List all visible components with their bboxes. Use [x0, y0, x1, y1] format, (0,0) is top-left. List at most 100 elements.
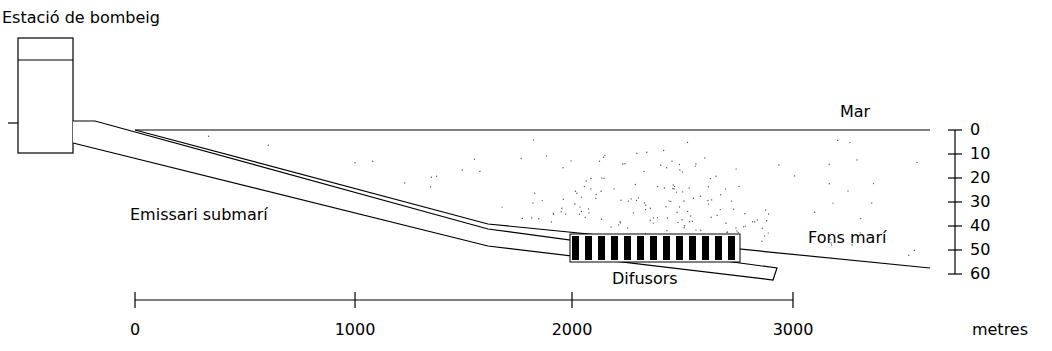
stipple-dot — [667, 217, 668, 218]
stipple-dot — [590, 188, 591, 189]
stipple-dot — [849, 142, 850, 143]
stipple-dot — [643, 171, 644, 172]
stipple-dot — [720, 194, 721, 195]
stipple-dot — [693, 198, 694, 199]
stipple-dot — [522, 218, 523, 219]
stipple-dot — [562, 167, 563, 168]
stipple-dot — [832, 202, 833, 203]
stipple-dot — [682, 171, 683, 172]
diffuser-port — [598, 236, 605, 260]
stipple-dot — [650, 208, 651, 209]
stipple-dot — [584, 186, 585, 187]
stipple-dot — [736, 230, 737, 231]
stipple-dot — [708, 186, 709, 187]
stipple-dot — [679, 164, 680, 165]
stipple-dot — [585, 217, 586, 218]
stipple-dot — [761, 241, 762, 242]
stipple-dot — [604, 155, 605, 156]
stipple-dot — [645, 209, 646, 210]
stipple-dot — [765, 209, 766, 210]
stipple-dot — [829, 183, 830, 184]
stipple-dot — [908, 255, 909, 256]
stipple-dot — [546, 155, 547, 156]
stipple-dot — [695, 163, 696, 164]
stipple-dot — [590, 178, 591, 179]
stipple-dot — [916, 162, 917, 163]
stipple-dot — [682, 191, 683, 192]
depth-number: 60 — [970, 266, 990, 282]
stipple-dot — [372, 161, 373, 162]
depth-number: 50 — [970, 242, 990, 258]
stipple-dot — [676, 212, 677, 213]
diffuser-port — [650, 236, 657, 260]
stipple-dot — [673, 184, 674, 185]
stipple-dot — [679, 206, 680, 207]
depth-number: 0 — [970, 122, 980, 138]
stipple-dot — [670, 201, 671, 202]
stipple-dot — [715, 176, 716, 177]
stipple-dot — [646, 152, 647, 153]
stipple-dot — [666, 230, 667, 231]
stipple-dot — [627, 227, 628, 228]
stipple-dot — [676, 191, 677, 192]
stipple-dot — [731, 200, 732, 201]
stipple-dot — [717, 215, 718, 216]
stipple-dot — [725, 223, 726, 224]
stipple-dot — [681, 219, 682, 220]
stipple-dot — [619, 221, 620, 222]
stipple-dot — [603, 157, 604, 158]
stipple-dot — [829, 164, 830, 165]
stipple-dot — [618, 224, 619, 225]
stipple-dot — [726, 232, 727, 233]
stipple-dot — [603, 178, 604, 179]
stipple-dot — [700, 196, 701, 197]
stipple-dot — [743, 226, 744, 227]
stipple-dot — [752, 221, 753, 222]
stipple-dot — [531, 217, 532, 218]
diffuser-port — [624, 236, 631, 260]
stipple-dot — [738, 232, 739, 233]
diffuser-port — [715, 236, 722, 260]
stipple-dot — [563, 199, 564, 200]
stipple-dot — [814, 212, 815, 213]
stipple-dot — [700, 230, 701, 231]
stipple-dot — [635, 184, 636, 185]
stipple-dot — [679, 169, 680, 170]
stipple-dot — [745, 225, 746, 226]
stipple-dot — [551, 221, 552, 222]
stipple-dot — [610, 226, 611, 227]
diffuser-port — [689, 236, 696, 260]
stipple-dot — [631, 198, 632, 199]
stipple-dot — [628, 200, 629, 201]
stipple-dot — [574, 203, 575, 204]
stipple-dot — [690, 215, 691, 216]
sea-label: Mar — [840, 104, 870, 120]
stipple-dot — [479, 171, 480, 172]
stipple-dot — [599, 161, 600, 162]
stipple-dot — [586, 180, 587, 181]
stipple-dot — [674, 186, 675, 187]
stipple-dot — [668, 200, 669, 201]
depth-number: 40 — [970, 218, 990, 234]
stipple-dot — [431, 177, 432, 178]
diffuser-port — [676, 236, 683, 260]
stipple-dot — [683, 200, 684, 201]
stipple-dot — [711, 199, 712, 200]
stipple-dot — [657, 217, 658, 218]
stipple-dot — [873, 183, 874, 184]
stipple-dot — [720, 209, 721, 210]
stipple-dot — [757, 219, 758, 220]
stipple-dot — [638, 197, 639, 198]
stipple-dot — [672, 188, 673, 189]
diffuser-port — [728, 236, 735, 260]
stipple-dot — [914, 250, 915, 251]
depth-number: 30 — [970, 194, 990, 210]
diffuser-port — [572, 236, 579, 260]
stipple-dot — [733, 209, 734, 210]
stipple-dot — [754, 221, 755, 222]
stipple-dot — [208, 136, 209, 137]
depth-number: 20 — [970, 170, 990, 186]
stipple-dot — [692, 221, 693, 222]
